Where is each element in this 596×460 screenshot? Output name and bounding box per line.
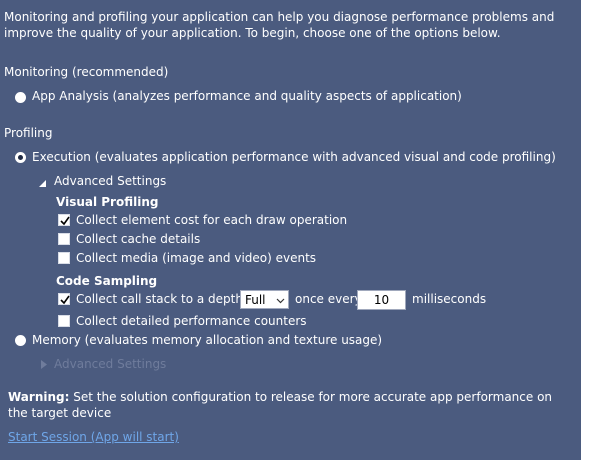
intro-text: Monitoring and profiling your applicatio… — [4, 10, 555, 40]
visual-profiling-header: Visual Profiling — [56, 195, 159, 209]
collect-cache-details-label[interactable]: Collect cache details — [76, 232, 201, 246]
start-session-link[interactable]: Start Session (App will start) — [8, 430, 179, 444]
execution-radio[interactable] — [15, 152, 26, 163]
collect-element-cost-label[interactable]: Collect element cost for each draw opera… — [76, 213, 348, 227]
memory-radio[interactable] — [15, 335, 26, 346]
execution-label[interactable]: Execution (evaluates application perform… — [32, 150, 556, 164]
warning-message: Warning: Set the solution configuration … — [8, 389, 568, 421]
memory-advanced-settings-label: Advanced Settings — [54, 357, 167, 371]
collect-cache-details-checkbox[interactable] — [58, 233, 70, 245]
profiling-header: Profiling — [4, 126, 53, 140]
profiler-launch-panel: Monitoring and profiling your applicatio… — [0, 0, 581, 460]
collect-element-cost-checkbox[interactable] — [58, 214, 70, 226]
collect-perf-counters-label[interactable]: Collect detailed performance counters — [76, 314, 307, 328]
memory-label[interactable]: Memory (evaluates memory allocation and … — [32, 333, 383, 347]
collect-media-events-label[interactable]: Collect media (image and video) events — [76, 251, 317, 265]
once-every-label: once every — [295, 292, 362, 306]
stack-depth-dropdown[interactable]: Full — [240, 290, 289, 309]
sampling-interval-input[interactable]: 10 — [357, 290, 406, 310]
collect-media-events-checkbox[interactable] — [58, 252, 70, 264]
monitoring-header: Monitoring (recommended) — [4, 65, 169, 79]
milliseconds-label: milliseconds — [412, 292, 487, 306]
warning-prefix: Warning: — [8, 390, 70, 404]
collapsed-triangle-icon — [41, 358, 47, 372]
warning-text: Set the solution configuration to releas… — [8, 390, 553, 420]
app-analysis-label[interactable]: App Analysis (analyzes performance and q… — [32, 89, 462, 103]
app-analysis-radio[interactable] — [15, 92, 26, 103]
collect-perf-counters-checkbox[interactable] — [58, 315, 70, 327]
advanced-settings-label[interactable]: Advanced Settings — [54, 174, 167, 188]
code-sampling-header: Code Sampling — [56, 274, 158, 288]
collect-call-stack-label[interactable]: Collect call stack to a depth of — [76, 292, 259, 306]
chevron-down-icon — [276, 294, 285, 308]
collect-call-stack-checkbox[interactable] — [58, 293, 70, 305]
expanded-triangle-icon[interactable] — [39, 177, 47, 191]
stack-depth-value: Full — [245, 293, 266, 307]
